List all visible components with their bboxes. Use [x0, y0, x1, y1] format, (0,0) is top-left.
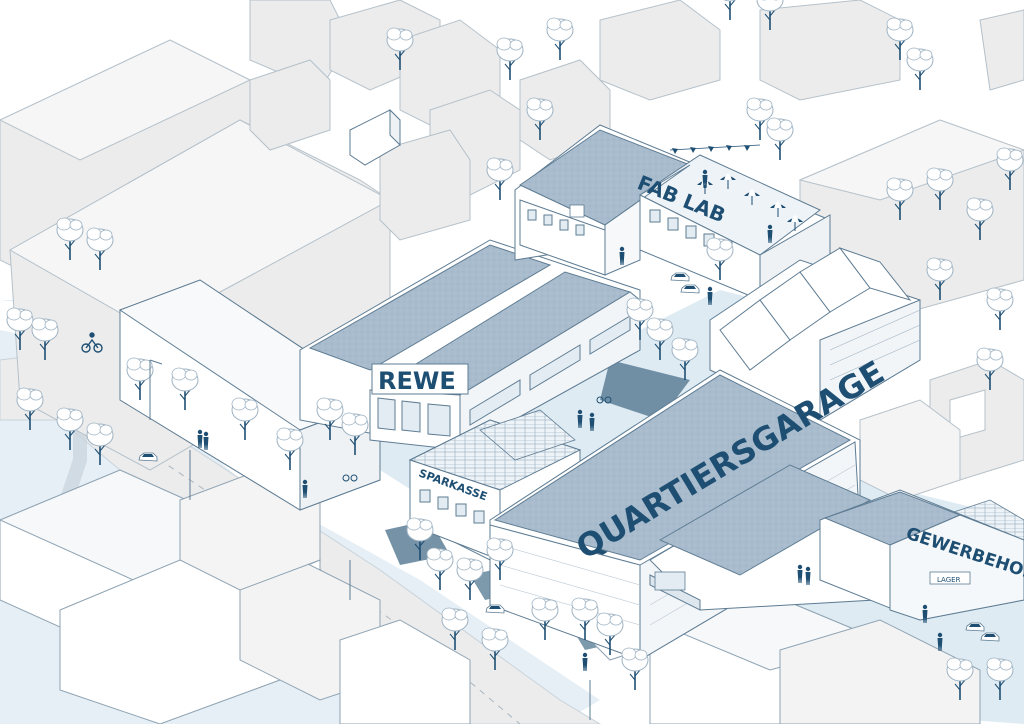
street-lamps: [149, 359, 591, 720]
building-shed-roof: [709, 246, 921, 421]
building-rewe: [299, 239, 641, 451]
background-buildings: [0, 0, 1024, 501]
cyclist: [81, 332, 103, 353]
foreground-buildings-right: [589, 559, 981, 724]
foreground-buildings-left: [0, 469, 471, 724]
rewe-label: REWE: [378, 367, 456, 395]
building-gewerbehof: [819, 489, 1024, 621]
bike-racks: [342, 396, 612, 482]
delivery-truck: [349, 108, 401, 166]
rooftop-terrace: [669, 144, 804, 243]
rewe-sign: REWE: [371, 363, 469, 395]
lager-label: LAGER: [937, 576, 961, 584]
